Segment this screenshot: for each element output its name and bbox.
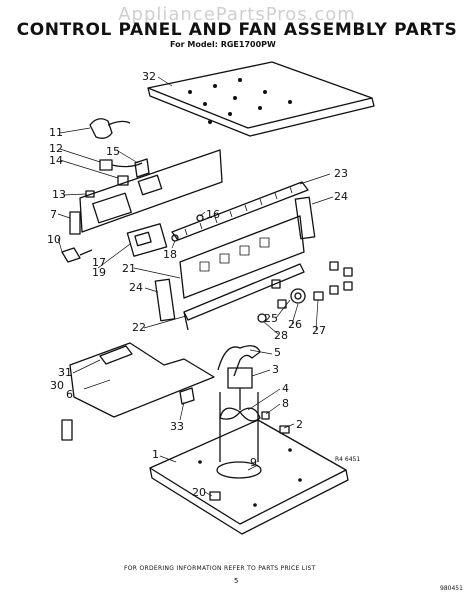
knob-part — [290, 288, 306, 304]
callout-32: 32 — [142, 70, 156, 83]
callout-9: 9 — [250, 456, 257, 469]
callout-13: 13 — [52, 188, 66, 201]
callout-8: 8 — [282, 397, 289, 410]
mount-bracket-part — [179, 387, 195, 405]
callout-1: 1 — [152, 448, 159, 461]
callout-15: 15 — [106, 145, 120, 158]
callout-23: 23 — [334, 167, 348, 180]
end-cap-left-part — [154, 278, 176, 322]
bottom-strip-part — [183, 263, 305, 321]
callout-24-right: 24 — [334, 190, 348, 203]
callout-4: 4 — [282, 382, 289, 395]
ordering-footer: FOR ORDERING INFORMATION REFER TO PARTS … — [124, 565, 316, 572]
callout-14: 14 — [49, 154, 63, 167]
figure-ref-code: R4 6451 — [335, 456, 361, 463]
document-number: 980451 — [440, 585, 463, 592]
callout-24-left: 24 — [129, 281, 143, 294]
clamp-part — [209, 491, 221, 501]
control-glass-part — [179, 215, 305, 299]
fan-blade-part — [219, 407, 261, 422]
end-cap-part — [69, 211, 81, 235]
callout-26: 26 — [288, 318, 302, 331]
callout-3: 3 — [272, 363, 279, 376]
callout-18: 18 — [163, 248, 177, 261]
callout-6: 6 — [66, 388, 73, 401]
callout-31: 31 — [58, 366, 72, 379]
callout-19: 19 — [92, 266, 106, 279]
fan-motor-part — [227, 367, 253, 389]
base-plate-part — [149, 419, 347, 525]
callout-21: 21 — [122, 262, 136, 275]
infinite-switch-part — [126, 223, 168, 257]
page-title: CONTROL PANEL AND FAN ASSEMBLY PARTS — [16, 20, 458, 40]
callout-27: 27 — [312, 324, 326, 337]
fan-duct-part — [69, 342, 215, 418]
bracket-part — [134, 158, 150, 178]
trim-strip-part — [171, 181, 309, 241]
page-number: 5 — [234, 577, 239, 585]
callout-10: 10 — [47, 233, 61, 246]
callout-5: 5 — [274, 346, 281, 359]
callout-17: 17 — [92, 256, 106, 269]
callout-2: 2 — [296, 418, 303, 431]
callout-25: 25 — [264, 312, 278, 325]
callout-30: 30 — [50, 379, 64, 392]
thermostat-part — [89, 118, 113, 139]
callout-33: 33 — [170, 420, 184, 433]
terminal-part — [99, 159, 113, 171]
model-subtitle: For Model: RGE1700PW — [170, 40, 276, 49]
callout-22: 22 — [132, 321, 146, 334]
callout-20: 20 — [192, 486, 206, 499]
end-cap-right-part — [294, 196, 316, 240]
callout-12: 12 — [49, 142, 63, 155]
callout-7: 7 — [50, 208, 57, 221]
callout-28: 28 — [274, 329, 288, 342]
callout-16: 16 — [206, 208, 220, 221]
motor-bracket-part — [217, 345, 261, 377]
top-panel-part — [147, 61, 373, 129]
switch-part — [61, 247, 81, 263]
watermark: AppliancePartsPros.com — [118, 4, 356, 25]
control-panel-part — [79, 149, 223, 233]
clip-part — [117, 175, 129, 186]
callout-11: 11 — [49, 126, 63, 139]
